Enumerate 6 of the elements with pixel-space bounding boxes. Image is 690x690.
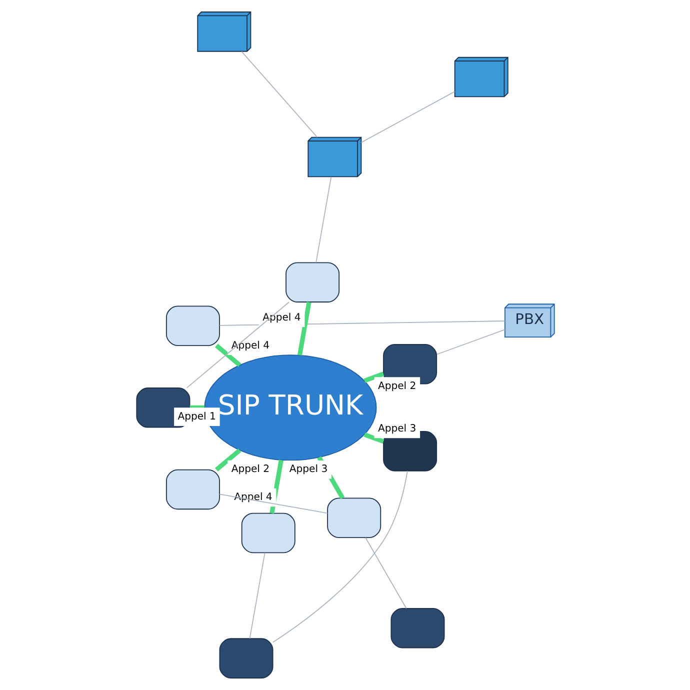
edge-label: Appel 4: [262, 312, 300, 324]
edge-label: Appel 3: [377, 424, 416, 435]
edge-label: Appel 3: [288, 464, 328, 476]
edge-label: Appel 4: [230, 340, 270, 352]
edge-label: Appel 2: [230, 464, 270, 476]
edge-label: Appel 2: [377, 380, 416, 392]
